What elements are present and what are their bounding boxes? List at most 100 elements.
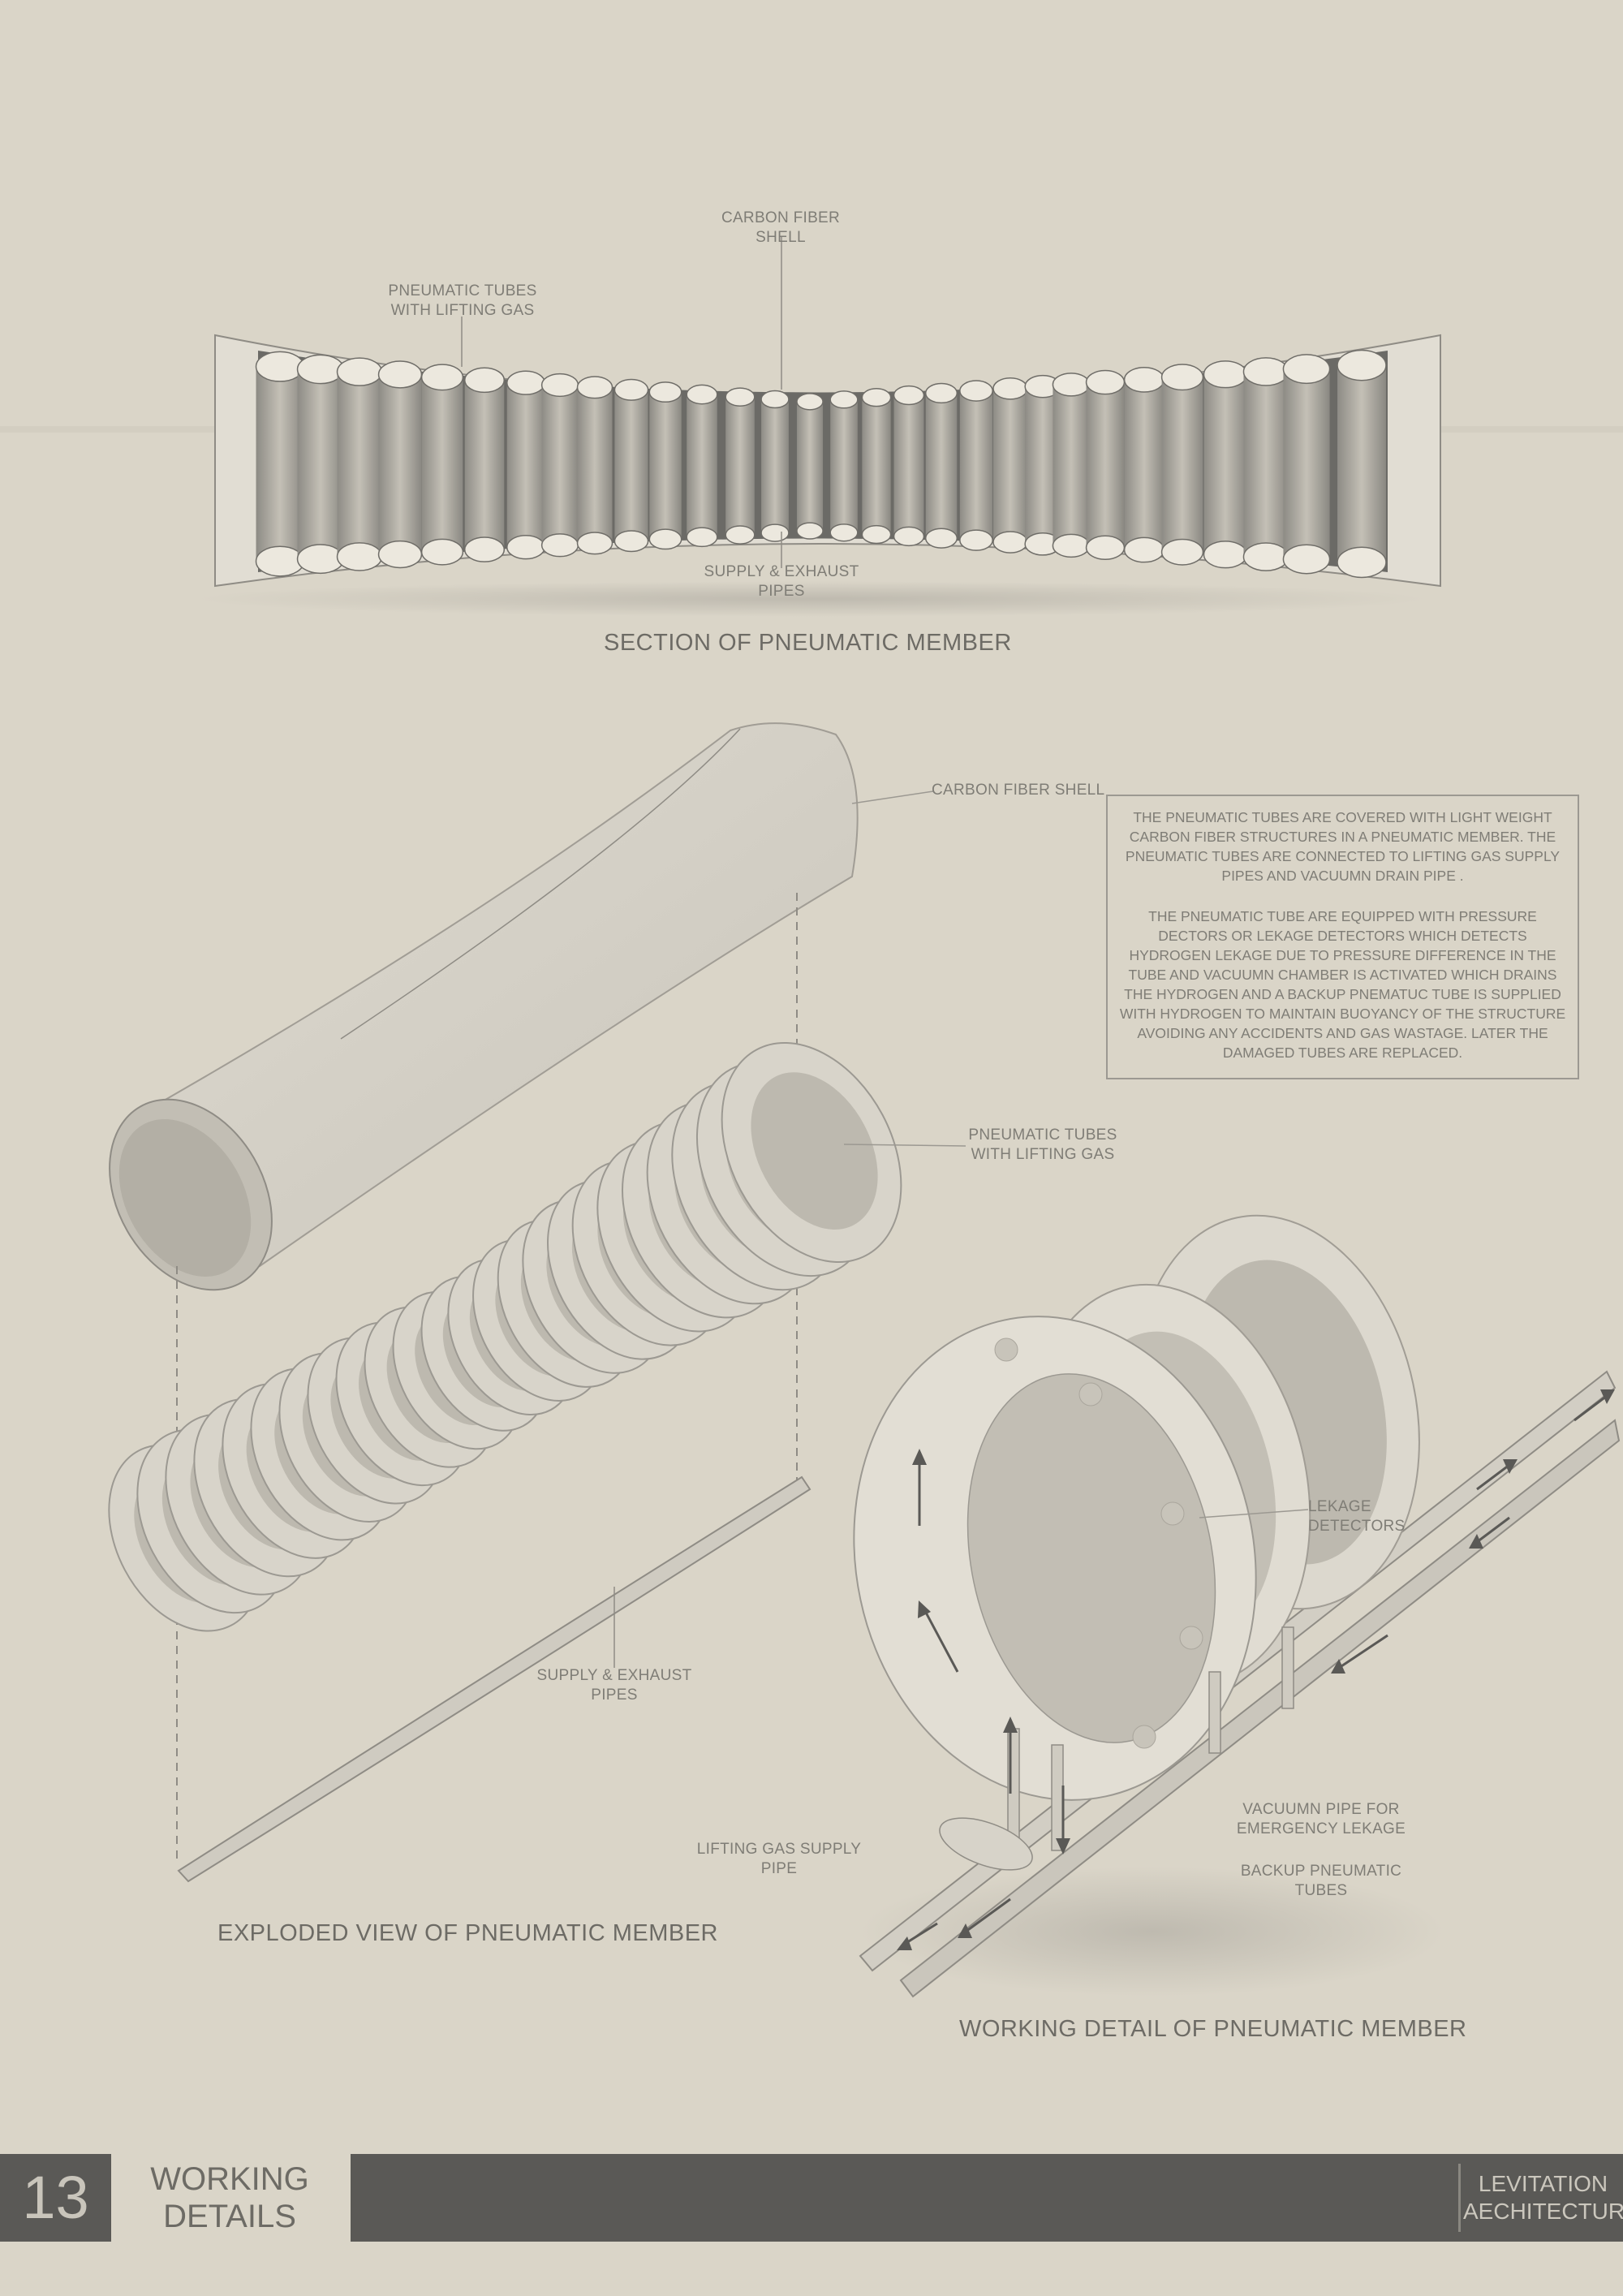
tube-end [648, 381, 682, 403]
tube-column [959, 390, 993, 541]
tube-end [613, 530, 649, 553]
caption-exploded: EXPLODED VIEW OF PNEUMATIC MEMBER [217, 1920, 718, 1946]
tube-column [464, 380, 505, 550]
tube-column [925, 393, 958, 539]
tube-column [725, 397, 755, 536]
tube-end [255, 545, 305, 577]
tube-end [1337, 349, 1387, 381]
tube-end [1052, 533, 1091, 558]
tube-end [540, 533, 579, 558]
tube-column [378, 374, 422, 555]
tube-end [861, 524, 892, 545]
description-paragraph-2: THE PNEUMATIC TUBE ARE EQUIPPED WITH PRE… [1119, 908, 1566, 1061]
project-name: LEVITATION AECHITECTURE [1463, 2171, 1623, 2224]
pneumatic-ring-bore [751, 1072, 878, 1230]
description-box: THE PNEUMATIC TUBES ARE COVERED WITH LIG… [1106, 795, 1579, 1079]
caption-working-detail: WORKING DETAIL OF PNEUMATIC MEMBER [959, 2016, 1467, 2042]
label-backup-tubes: BACKUP PNEUMATIC TUBES [1240, 1863, 1402, 1899]
tube-end [336, 542, 383, 571]
label-lifting-gas-supply: LIFTING GAS SUPPLY PIPE [696, 1841, 862, 1877]
tube-end [1337, 546, 1387, 579]
tube-end [924, 528, 958, 549]
tube-end [296, 354, 345, 385]
tube-end [1085, 369, 1126, 395]
label-pneumatic-tubes: PNEUMATIC TUBES WITH LIFTING GAS [388, 282, 537, 319]
tube-column [830, 399, 858, 533]
tube-column [1203, 374, 1247, 555]
tube-end [613, 378, 649, 401]
tube-end [506, 370, 545, 395]
tube-column [862, 397, 891, 535]
tube-end [648, 528, 682, 550]
footer-divider [1458, 2164, 1461, 2232]
tube-end [1160, 364, 1204, 391]
label-supply-exhaust-pipes: SUPPLY & EXHAUST PIPES [704, 563, 859, 600]
tube-end [725, 525, 756, 545]
tube-end [796, 393, 824, 411]
tube-column [1086, 382, 1125, 548]
tube-end [1242, 357, 1289, 386]
tube-end [893, 385, 925, 406]
tube-column [1161, 377, 1203, 553]
tube-end [725, 387, 756, 407]
footer: 13 WORKING DETAILS LEVITATION AECHITECTU… [0, 2154, 1623, 2242]
tube-column [1283, 368, 1330, 559]
page-number: 13 [0, 2154, 111, 2242]
label-vacuum-pipe: VACUUMN PIPE FOR EMERGENCY LEKAGE [1236, 1801, 1406, 1837]
tube-column [761, 399, 789, 533]
tube-column [649, 392, 682, 540]
exploded-drawing [108, 722, 966, 1883]
label-carbon-fiber-shell-exploded: CARBON FIBER SHELL [932, 782, 1105, 799]
tube-end [576, 532, 613, 555]
tube-column [337, 372, 382, 557]
tube-end [1123, 366, 1165, 393]
label-supply-exhaust-exploded: SUPPLY & EXHAUST PIPES [536, 1667, 692, 1704]
tube-end [760, 390, 790, 409]
label-leakage-detectors: LEKAGE DETECTORS [1308, 1498, 1406, 1535]
tube-end [463, 536, 506, 562]
tube-end [420, 364, 464, 391]
tube-column [1337, 365, 1386, 562]
working-detail-drawing [853, 1214, 1621, 1998]
tube-end [540, 373, 579, 398]
tube-end [1203, 541, 1248, 569]
tube-end [992, 531, 1028, 554]
section-drawing [195, 237, 1441, 617]
footer-bar [351, 2154, 1623, 2242]
tube-column [893, 395, 924, 536]
tube-column [297, 368, 344, 559]
tube-end [829, 390, 859, 409]
tube-end [296, 544, 345, 575]
tube-end [686, 527, 718, 548]
tube-end [506, 535, 545, 560]
tube-column [1243, 371, 1289, 558]
tube-end [1160, 538, 1204, 566]
tube-end [377, 540, 423, 569]
tube-column [796, 401, 824, 532]
tube-end [861, 388, 892, 407]
tube-end [576, 376, 613, 399]
label-pneumatic-tubes-exploded: PNEUMATIC TUBES WITH LIFTING GAS [968, 1126, 1117, 1163]
tube-column [687, 394, 717, 537]
tube-end [255, 351, 305, 382]
tube-end [829, 523, 859, 542]
tube-end [992, 377, 1028, 400]
tube-end [1282, 544, 1331, 575]
tube-end [463, 367, 506, 394]
tube-end [959, 529, 993, 551]
description-paragraph-1: THE PNEUMATIC TUBES ARE COVERED WITH LIG… [1125, 809, 1561, 884]
tube-end [924, 382, 958, 404]
section-title: WORKING DETAILS [150, 2161, 309, 2234]
tube-column [506, 382, 545, 548]
tube-column [1053, 384, 1090, 546]
tube-end [1123, 536, 1165, 563]
tube-end [1052, 373, 1091, 397]
tube-column [614, 390, 648, 541]
tube-end [796, 522, 824, 540]
tube-end [760, 523, 790, 542]
tube-end [1085, 535, 1126, 561]
caption-section: SECTION OF PNEUMATIC MEMBER [604, 630, 1012, 656]
tube-column [541, 385, 579, 545]
